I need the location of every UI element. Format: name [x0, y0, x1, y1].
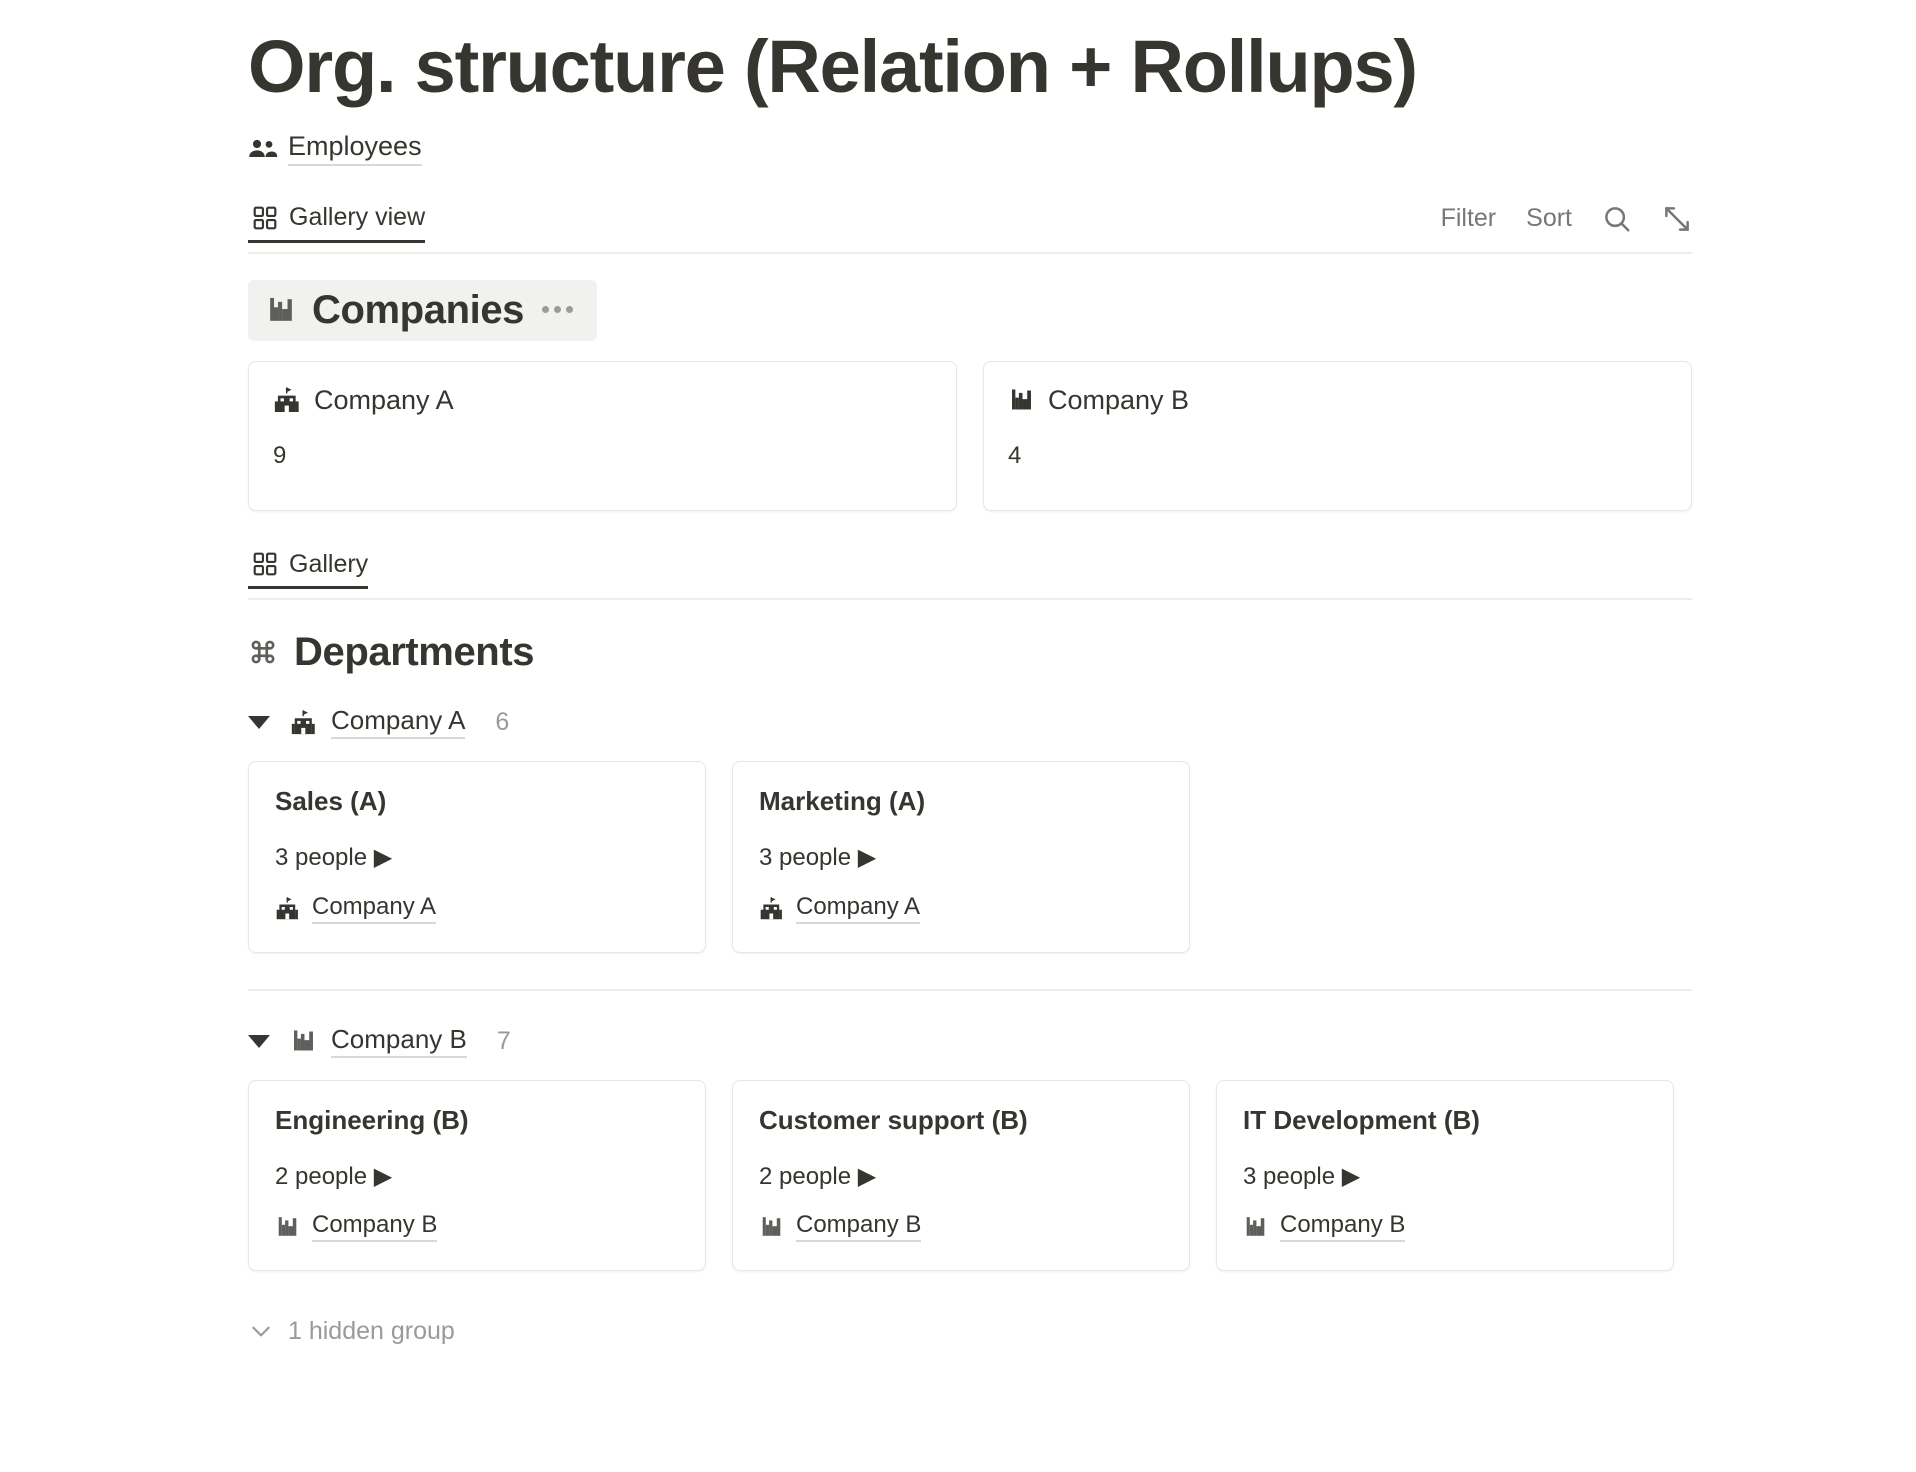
people-group-icon: [248, 137, 278, 161]
school-building-icon: [275, 896, 300, 921]
department-card-relation[interactable]: Company B: [759, 1211, 1163, 1243]
hidden-group-label: 1 hidden group: [288, 1317, 455, 1346]
view-toolbar: Gallery view Filter Sort: [248, 200, 1692, 254]
department-card-relation[interactable]: Company A: [275, 893, 679, 924]
department-card-rollup: 3 people ▶: [759, 844, 877, 872]
tab-gallery-view[interactable]: Gallery view: [248, 200, 447, 243]
view-tab-list: Gallery view: [248, 200, 447, 243]
group-divider: [248, 988, 1692, 991]
group-count: 7: [496, 1026, 511, 1055]
department-card-rollup: 3 people ▶: [1243, 1162, 1361, 1190]
gallery-view-toolbar: Gallery: [248, 547, 1692, 601]
relation-label: Company B: [1280, 1211, 1406, 1243]
group-header-company-b[interactable]: Company B 7: [248, 1024, 1916, 1058]
department-card-rollup: 2 people ▶: [759, 1162, 877, 1190]
department-card-title: Engineering (B): [275, 1104, 469, 1135]
school-building-icon: [273, 386, 301, 414]
companies-section-title: Companies: [312, 287, 525, 332]
factory-icon: [290, 1027, 317, 1055]
group-count: 6: [495, 708, 510, 737]
departments-section-title: Departments: [294, 630, 535, 675]
company-card-title-row: Company A: [273, 384, 932, 416]
relation-label: Company A: [796, 893, 921, 924]
collapse-caret-icon[interactable]: [248, 1034, 270, 1048]
company-card-title-row: Company B: [1008, 384, 1667, 416]
toolbar-actions: Filter Sort: [1441, 204, 1692, 243]
gallery-grid-icon: [252, 205, 278, 231]
department-card[interactable]: IT Development (B) 3 people ▶ Company B: [1216, 1079, 1674, 1272]
department-card-relation[interactable]: Company B: [1243, 1211, 1647, 1243]
department-card-relation[interactable]: Company B: [275, 1211, 679, 1243]
company-card-rollup-value: 9: [273, 442, 287, 470]
company-card-rollup-value: 4: [1008, 442, 1022, 470]
company-card[interactable]: Company A 9: [248, 360, 957, 511]
source-database-label: Employees: [288, 131, 422, 167]
departments-section-header[interactable]: Departments: [248, 630, 535, 675]
department-card-title: Marketing (A): [759, 786, 926, 817]
group-label[interactable]: Company A: [331, 705, 466, 740]
hidden-group-toggle[interactable]: 1 hidden group: [248, 1317, 455, 1346]
group-header-company-a[interactable]: Company A 6: [248, 705, 1916, 740]
factory-icon: [1243, 1214, 1268, 1240]
relation-label: Company B: [312, 1211, 438, 1243]
company-card-title: Company A: [314, 384, 454, 415]
tab-gallery-view-label: Gallery view: [289, 203, 426, 232]
department-card-title: Sales (A): [275, 786, 387, 817]
department-group: Company A 6 Sales (A) 3 people ▶: [248, 705, 1916, 953]
department-card-row: Sales (A) 3 people ▶: [248, 761, 1692, 953]
department-card[interactable]: Marketing (A) 3 people ▶: [732, 761, 1190, 953]
filter-button[interactable]: Filter: [1440, 204, 1497, 233]
company-card-title: Company B: [1048, 384, 1190, 415]
company-card[interactable]: Company B 4: [983, 360, 1692, 511]
command-icon: [248, 637, 278, 667]
group-label[interactable]: Company B: [331, 1024, 467, 1058]
gallery-tab-list: Gallery: [248, 547, 390, 590]
tab-gallery-label: Gallery: [289, 549, 369, 578]
factory-icon: [275, 1214, 300, 1240]
department-card-rollup: 3 people ▶: [275, 844, 393, 872]
department-card-row: Engineering (B) 2 people ▶ Company B: [248, 1079, 1692, 1272]
department-card[interactable]: Customer support (B) 2 people ▶ Company …: [732, 1079, 1190, 1272]
tab-gallery[interactable]: Gallery: [248, 547, 390, 590]
school-building-icon: [290, 709, 317, 736]
relation-label: Company B: [796, 1211, 922, 1243]
department-card[interactable]: Sales (A) 3 people ▶: [248, 761, 706, 953]
page-title: Org. structure (Relation + Rollups): [248, 25, 1418, 108]
factory-icon: [266, 294, 296, 326]
page-root: Org. structure (Relation + Rollups) Empl…: [248, 25, 1916, 1346]
factory-icon: [1008, 386, 1035, 414]
department-card-title: IT Development (B): [1243, 1104, 1480, 1135]
department-card[interactable]: Engineering (B) 2 people ▶ Company B: [248, 1079, 706, 1272]
department-card-title: Customer support (B): [759, 1104, 1028, 1135]
relation-label: Company A: [312, 893, 437, 924]
chevron-down-icon: [248, 1318, 274, 1344]
department-group: Company B 7 Engineering (B) 2 people ▶: [248, 1024, 1916, 1272]
gallery-grid-icon: [252, 551, 278, 577]
ellipsis-icon[interactable]: [540, 306, 575, 314]
school-building-icon: [759, 896, 784, 921]
collapse-caret-icon[interactable]: [248, 716, 270, 730]
source-database-link[interactable]: Employees: [248, 131, 422, 167]
companies-card-row: Company A 9 Company B 4: [248, 360, 1692, 511]
expand-diagonal-icon[interactable]: [1662, 204, 1692, 234]
department-card-relation[interactable]: Company A: [759, 893, 1163, 924]
sort-button[interactable]: Sort: [1526, 204, 1572, 233]
companies-section-header[interactable]: Companies: [248, 279, 598, 341]
factory-icon: [759, 1214, 784, 1240]
search-icon[interactable]: [1602, 204, 1632, 234]
department-card-rollup: 2 people ▶: [275, 1162, 393, 1190]
